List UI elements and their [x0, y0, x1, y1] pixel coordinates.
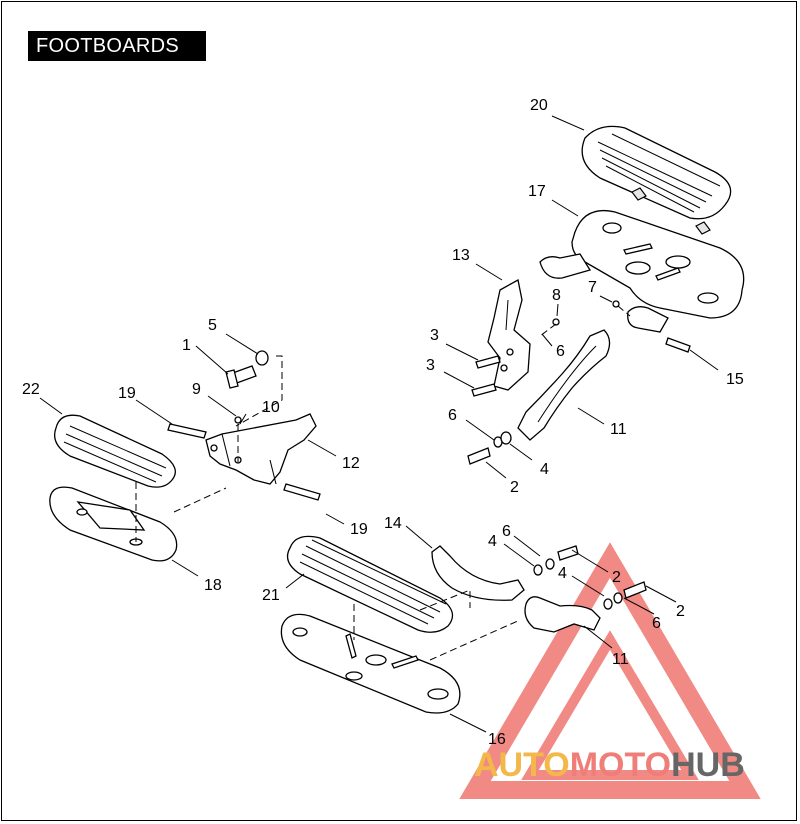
hardware-upper-right [467, 431, 512, 465]
watermark-auto: AUTOMOTOHUB [474, 746, 745, 784]
callout-20: 20 [530, 97, 548, 114]
assembly-lines [135, 305, 631, 661]
callout-4a: 4 [540, 461, 549, 478]
callout-6d: 6 [652, 615, 661, 632]
callout-17: 17 [528, 183, 546, 200]
callout-3b: 3 [426, 357, 435, 374]
callout-labels: 20 17 13 8 7 3 6 3 1 5 9 10 22 19 12 15 … [22, 97, 744, 748]
callout-6a: 6 [556, 343, 565, 360]
watermark-part-auto: AUTO [474, 746, 570, 784]
callout-6c: 6 [502, 523, 511, 540]
watermark-text: AUTOMOTOHUB [474, 746, 745, 784]
callout-12: 12 [342, 455, 360, 472]
callout-19a: 19 [118, 385, 136, 402]
callout-3a: 3 [430, 327, 439, 344]
leader-lines [39, 115, 719, 733]
callout-11a: 11 [610, 421, 627, 438]
part-22-left-pad [53, 414, 176, 488]
callout-9: 9 [192, 381, 201, 398]
callout-8: 8 [552, 287, 561, 304]
part-11-curved-bracket-upper [517, 329, 611, 441]
callout-7: 7 [588, 279, 597, 296]
callout-22: 22 [22, 381, 40, 398]
callout-19b: 19 [350, 521, 368, 538]
hardware-lower [533, 545, 647, 610]
part-12-left-bracket [205, 413, 317, 485]
callout-11b: 11 [612, 651, 629, 668]
part-7-nut [612, 300, 620, 308]
part-20-floorboard-pad [581, 125, 732, 235]
part-1-bolt [225, 365, 257, 389]
part-19-pins [167, 423, 321, 501]
part-13-bracket [487, 278, 531, 391]
callout-1: 1 [182, 337, 191, 354]
callout-2b: 2 [612, 569, 621, 586]
part-9-nut [234, 416, 242, 424]
watermark-part-moto: MOTO [570, 746, 671, 784]
callout-4c: 4 [558, 565, 567, 582]
part-8-nut [552, 318, 560, 326]
part-14-mount [431, 545, 525, 601]
diagram-title: FOOTBOARDS [28, 31, 206, 61]
part-21-lower-pad [286, 535, 454, 633]
part-17-floorboard-base [539, 209, 745, 333]
part-18-left-base [49, 486, 178, 562]
part-3-bolts [471, 355, 501, 397]
callout-13: 13 [452, 247, 470, 264]
callout-18: 18 [204, 577, 222, 594]
callout-15: 15 [726, 371, 744, 388]
callout-2a: 2 [510, 479, 519, 496]
callout-10: 10 [262, 399, 280, 416]
callout-6b: 6 [448, 407, 457, 424]
callout-4b: 4 [488, 533, 497, 550]
callout-16: 16 [488, 731, 506, 748]
part-16-lower-base [280, 613, 461, 714]
part-5-washer [255, 350, 269, 366]
callout-14: 14 [384, 515, 402, 532]
callout-2c: 2 [676, 603, 685, 620]
watermark-part-hub: HUB [671, 746, 745, 784]
watermark-logo [459, 542, 761, 799]
part-15-bolt [665, 337, 691, 353]
part-11-curved-bracket-lower [524, 596, 601, 633]
callout-21: 21 [262, 587, 280, 604]
callout-5: 5 [208, 317, 217, 334]
